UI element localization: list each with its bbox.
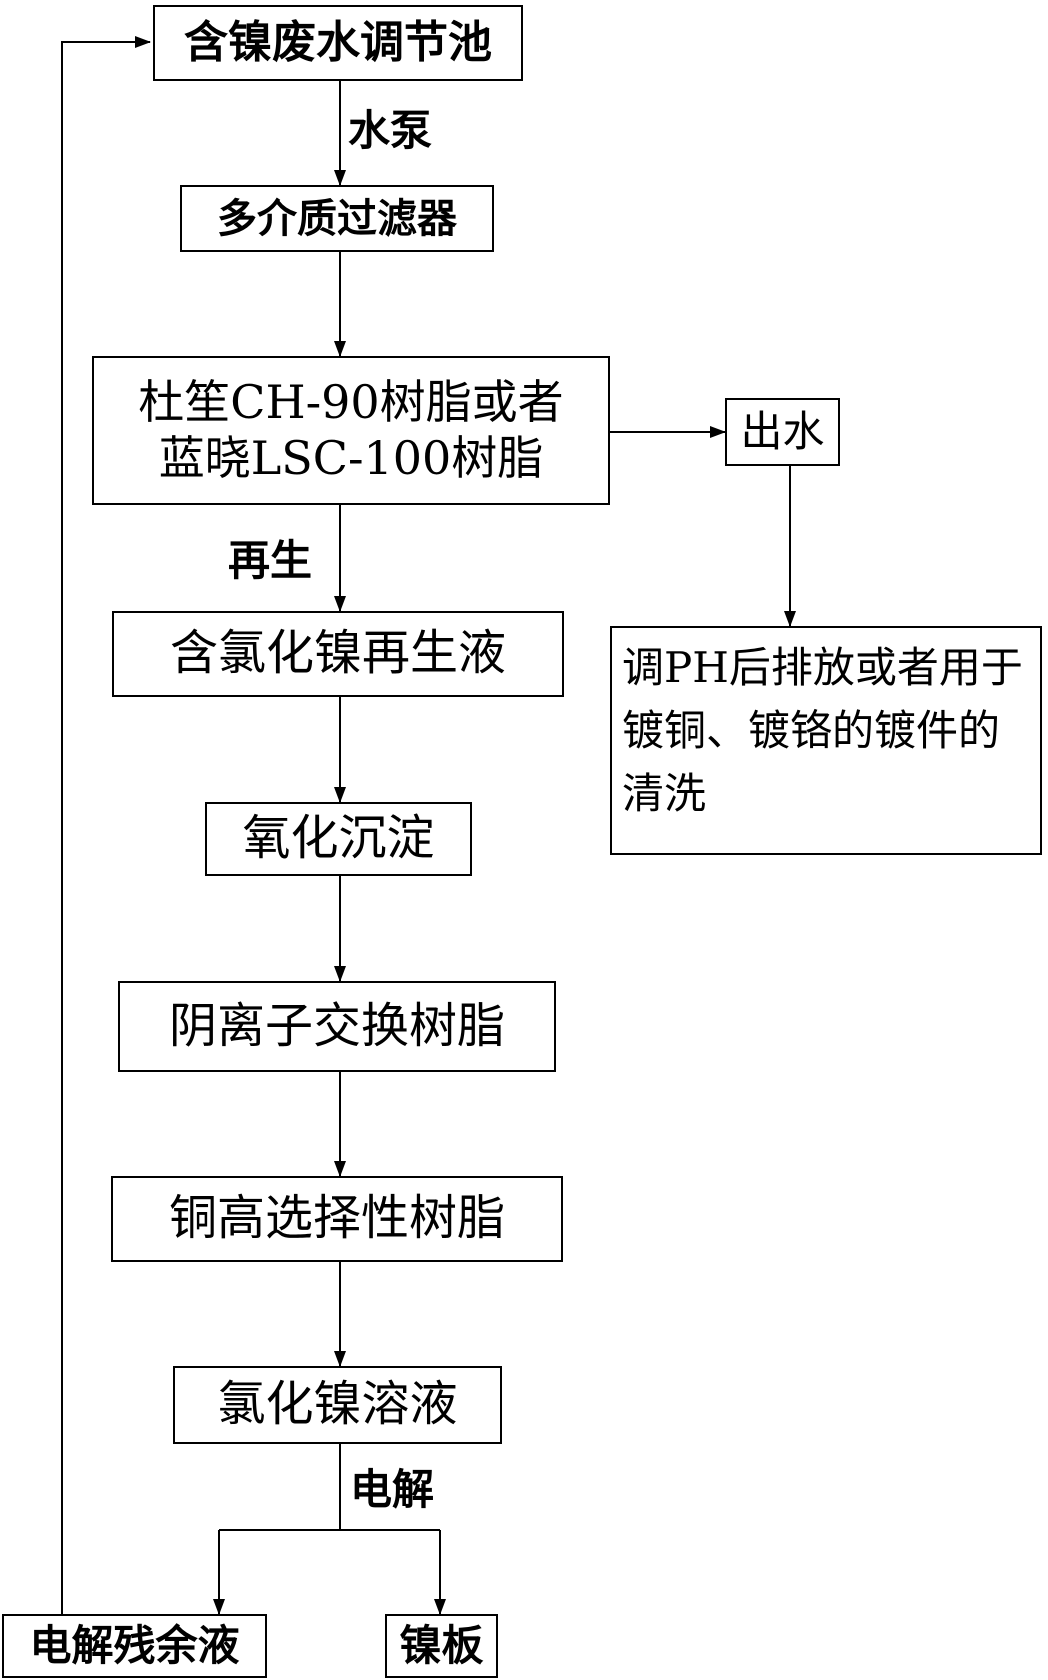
- node-residual: 电解残余液: [2, 1614, 267, 1678]
- node-nickel-plate: 镍板: [385, 1614, 498, 1678]
- node-anion-resin: 阴离子交换树脂: [118, 981, 556, 1072]
- node-nickel-solution: 氯化镍溶液: [173, 1366, 502, 1444]
- node-copper-resin: 铜高选择性树脂: [111, 1176, 563, 1262]
- node-outlet: 出水: [725, 398, 840, 466]
- label-pump: 水泵: [348, 106, 433, 155]
- node-outlet-use: 调PH后排放或者用于镀铜、镀铬的镀件的清洗: [610, 626, 1042, 855]
- node-tank: 含镍废水调节池: [153, 5, 523, 81]
- arrow-recycle-to-tank: [61, 36, 151, 1614]
- label-electrolysis: 电解: [350, 1465, 435, 1514]
- node-resin-line1: 杜笙CH-90树脂或者: [138, 375, 564, 430]
- label-regeneration: 再生: [228, 536, 313, 585]
- node-resin-line2: 蓝晓LSC-100树脂: [158, 430, 544, 485]
- node-regen-liquid: 含氯化镍再生液: [112, 611, 564, 697]
- node-filter: 多介质过滤器: [180, 185, 494, 252]
- node-oxidation: 氧化沉淀: [205, 802, 472, 876]
- node-resin: 杜笙CH-90树脂或者 蓝晓LSC-100树脂: [92, 356, 610, 505]
